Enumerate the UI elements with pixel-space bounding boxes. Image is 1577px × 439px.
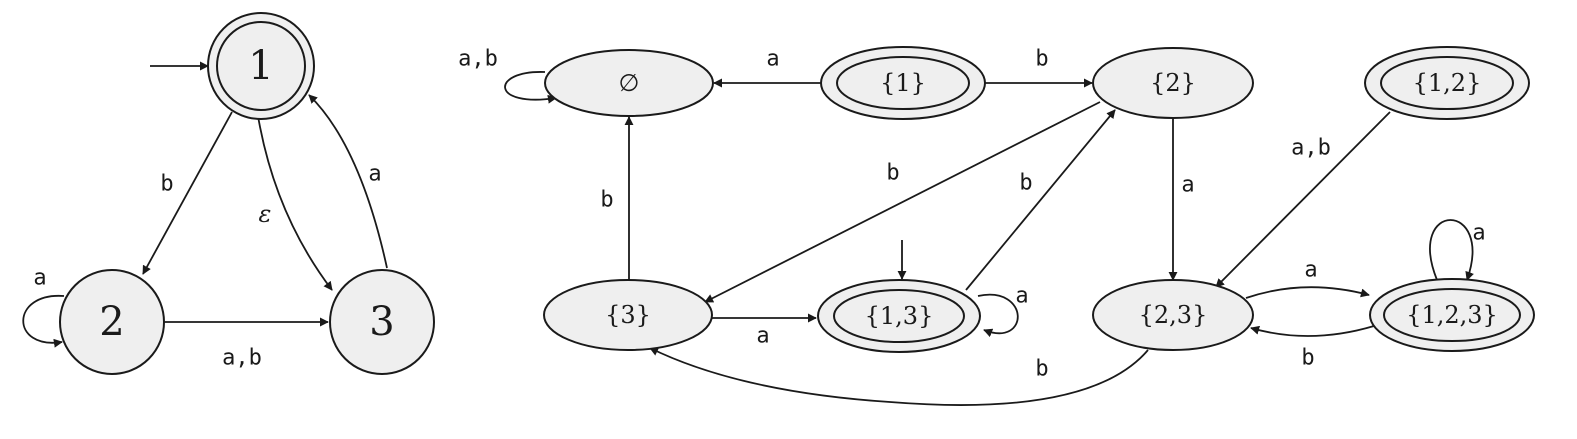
dfa-edge-label-s2-s23: a — [1181, 173, 1194, 198]
dfa-edge-empty-loop — [504, 71, 557, 104]
dfa-state-label: {3} — [605, 301, 651, 329]
nfa-edge-1-3 — [257, 115, 333, 291]
nfa-edge-label-1-3: ε — [259, 200, 272, 228]
nfa-state-2: 2 — [59, 269, 165, 375]
dfa-state-s3: {3} — [543, 279, 713, 351]
dfa-edge-s2-s3 — [704, 101, 1101, 303]
dfa-edge-s123-s23 — [1250, 325, 1375, 337]
dfa-state-label: {2,3} — [1139, 301, 1208, 329]
dfa-edge-s123-loop — [1429, 219, 1474, 281]
dfa-state-label: ∅ — [619, 69, 640, 97]
nfa-edge-2-2-loop — [22, 295, 65, 348]
dfa-edge-label-s1-s2: b — [1035, 47, 1048, 72]
dfa-state-label: {1,3} — [865, 302, 934, 330]
dfa-edge-s23-s123 — [1245, 286, 1370, 299]
nfa-edge-label-3-1: a — [368, 162, 381, 187]
dfa-state-label: {2} — [1150, 69, 1196, 97]
dfa-state-s13: {1,3} — [817, 279, 981, 353]
dfa-edge-label-s1-empty: a — [766, 47, 779, 72]
dfa-state-s1: {1} — [820, 46, 986, 120]
nfa-edge-3-1 — [308, 94, 388, 269]
dfa-edge-label-s3-s13: a — [756, 324, 769, 349]
dfa-edge-label-s123-loop: a — [1472, 221, 1485, 246]
dfa-edge-label-s12-s23: a,b — [1291, 136, 1331, 161]
dfa-edge-label-empty-loop: a,b — [458, 47, 498, 72]
nfa-edge-label-1-2: b — [160, 172, 173, 197]
dfa-edge-s12-s23 — [1215, 111, 1391, 288]
dfa-state-empty: ∅ — [544, 49, 714, 117]
dfa-diagram: ∅ {1} {2} {1,2} {3} {1,3} {2,3} — [458, 46, 1535, 406]
nfa-edge-1-2 — [142, 111, 233, 275]
dfa-state-label: {1,2} — [1413, 69, 1482, 97]
dfa-state-s123: {1,2,3} — [1369, 278, 1535, 352]
dfa-edge-label-s13-loop: a — [1015, 284, 1028, 309]
dfa-state-label: {1,2,3} — [1406, 301, 1498, 329]
dfa-edge-label-s23-s3: b — [1035, 357, 1048, 382]
dfa-edge-s23-s3 — [649, 347, 1149, 406]
dfa-state-label: {1} — [880, 69, 926, 97]
dfa-edge-label-s23-s123: a — [1304, 258, 1317, 283]
dfa-state-s2: {2} — [1092, 47, 1254, 119]
dfa-state-s12: {1,2} — [1364, 46, 1530, 120]
dfa-edge-label-s3-empty: b — [600, 188, 613, 213]
dfa-edge-s13-s2 — [965, 109, 1116, 291]
nfa-state-3: 3 — [329, 269, 435, 375]
nfa-state-label: 1 — [248, 43, 273, 89]
dfa-state-s23: {2,3} — [1092, 279, 1254, 351]
dfa-edge-label-s123-s23: b — [1301, 346, 1314, 371]
nfa-edge-label-2-3: a,b — [222, 346, 262, 371]
nfa-diagram: 1 2 3 b ε a a,b a — [22, 12, 435, 375]
nfa-state-1: 1 — [207, 12, 315, 120]
dfa-edge-label-s13-s2: b — [1019, 171, 1032, 196]
nfa-state-label: 3 — [369, 299, 394, 345]
nfa-state-label: 2 — [99, 299, 124, 345]
dfa-edge-s13-loop — [977, 293, 1019, 338]
nfa-edge-label-2-2: a — [33, 266, 46, 291]
dfa-edge-label-s2-s3: b — [886, 161, 899, 186]
